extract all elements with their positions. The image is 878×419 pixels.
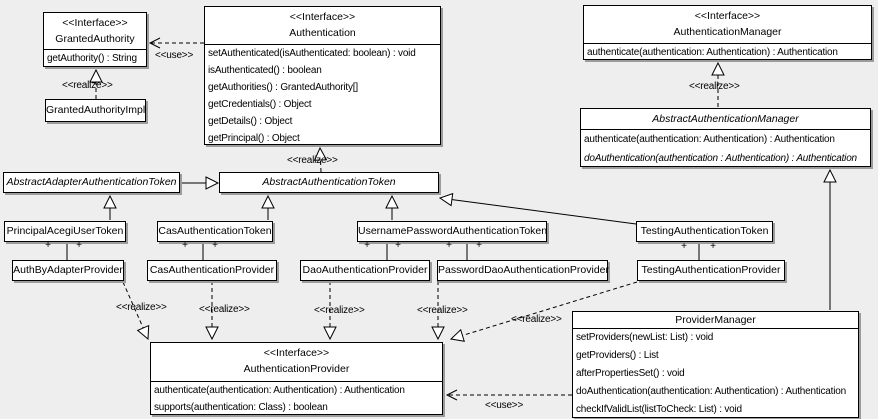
class-name: UsernamePasswordAuthenticationToken (358, 225, 548, 237)
class-dao-authentication-provider[interactable]: DaoAuthenticationProvider (300, 260, 430, 281)
association-end-plus: + (76, 240, 82, 251)
class-name: DaoAuthenticationProvider (302, 264, 428, 276)
stereotype-label: <<Interface>> (694, 10, 761, 22)
class-auth-by-adapter-provider[interactable]: AuthByAdapterProvider (12, 260, 124, 281)
method-label: supports(authentication: Class) : boolea… (154, 402, 328, 413)
class-name: AbstractAdapterAuthenticationToken (6, 176, 177, 188)
association-end-plus: + (395, 240, 401, 251)
method-label: getDetails() : Object (208, 116, 293, 127)
class-name: PasswordDaoAuthenticationProvider (438, 264, 610, 276)
method-label: isAuthenticated() : boolean (208, 65, 322, 76)
class-password-dao-authentication-provider[interactable]: PasswordDaoAuthenticationProvider (437, 260, 610, 281)
realize-label: <<realize>> (689, 81, 740, 92)
method-label: setAuthenticated(isAuthenticated: boolea… (208, 48, 416, 59)
class-granted-authority-impl[interactable]: GrantedAuthorityImpl (45, 99, 146, 122)
class-principal-acegi-user-token[interactable]: PrincipalAcegiUserToken (4, 221, 126, 242)
class-name: AbstractAuthenticationToken (262, 176, 396, 188)
class-authentication[interactable]: <<Interface>> Authentication setAuthenti… (204, 6, 441, 145)
class-name: Authentication (289, 27, 356, 39)
class-name: AuthenticationProvider (243, 363, 350, 375)
class-testing-authentication-provider[interactable]: TestingAuthenticationProvider (637, 260, 785, 281)
stereotype-label: <<Interface>> (62, 17, 128, 29)
association-end-plus: + (182, 240, 188, 251)
use-label: <<use>> (155, 50, 194, 61)
association-end-plus: + (45, 240, 51, 251)
association-end-plus: + (476, 240, 482, 251)
class-name: TestingAuthenticationToken (640, 225, 769, 237)
realize-label: <<realize>> (314, 305, 365, 316)
class-authentication-provider[interactable]: <<Interface>> AuthenticationProvider aut… (150, 342, 443, 415)
association-end-plus: + (212, 240, 218, 251)
class-abstract-authentication-token[interactable]: AbstractAuthenticationToken (219, 172, 439, 193)
method-label: setProviders(newList: List) : void (576, 332, 714, 343)
class-name: TestingAuthenticationProvider (641, 264, 781, 276)
method-label: checkIfValidList(listToCheck: List) : vo… (576, 404, 742, 415)
realize-authbyadapter-provider (122, 281, 150, 341)
class-name: AbstractAuthenticationManager (652, 113, 799, 125)
realize-label: <<realize>> (287, 155, 338, 166)
realize-label: <<realize>> (116, 302, 167, 313)
class-provider-manager[interactable]: ProviderManager setProviders(newList: Li… (572, 311, 859, 418)
method-label: getAuthority() : String (47, 53, 137, 64)
class-name: GrantedAuthorityImpl (46, 104, 146, 116)
method-label: authenticate(authentication: Authenticat… (587, 47, 838, 58)
class-name: GrantedAuthority (55, 33, 135, 45)
class-abstract-authentication-manager[interactable]: AbstractAuthenticationManager authentica… (580, 108, 871, 167)
method-label: getProviders() : List (576, 350, 659, 361)
method-label: authenticate(authentication: Authenticat… (154, 385, 405, 396)
stereotype-label: <<Interface>> (289, 11, 356, 23)
generalization-testing-token (438, 192, 637, 225)
class-authentication-manager[interactable]: <<Interface>> AuthenticationManager auth… (583, 5, 872, 60)
method-label: getCredentials() : Object (208, 99, 312, 110)
realize-label: <<realize>> (417, 305, 468, 316)
class-username-password-authentication-token[interactable]: UsernamePasswordAuthenticationToken (357, 221, 547, 242)
method-label: afterPropertiesSet() : void (576, 368, 685, 379)
class-name: CasAuthenticationProvider (149, 264, 275, 276)
method-label: authenticate(authentication: Authenticat… (584, 134, 835, 145)
method-label: doAuthentication(authentication: Authent… (576, 386, 846, 397)
use-label: <<use>> (485, 400, 524, 411)
association-end-plus: + (681, 241, 687, 252)
class-name: CasAuthenticationToken (158, 225, 272, 237)
class-name: AuthByAdapterProvider (13, 264, 123, 276)
method-label: doAuthentication(authentication : Authen… (584, 153, 857, 164)
realize-testing-provider (449, 281, 638, 342)
method-label: getAuthorities() : GrantedAuthority[] (208, 82, 358, 93)
class-abstract-adapter-authentication-token[interactable]: AbstractAdapterAuthenticationToken (3, 172, 180, 193)
association-end-plus: + (446, 240, 452, 251)
stereotype-label: <<Interface>> (263, 347, 330, 359)
realize-label: <<realize>> (199, 304, 250, 315)
class-name: PrincipalAcegiUserToken (6, 225, 124, 237)
method-label: getPrincipal() : Object (208, 133, 300, 144)
class-name: ProviderManager (675, 314, 756, 326)
class-testing-authentication-token[interactable]: TestingAuthenticationToken (636, 221, 773, 242)
realize-label: <<realize>> (511, 314, 562, 325)
realize-label: <<realize>> (62, 80, 113, 91)
class-name: AuthenticationManager (673, 26, 782, 38)
class-cas-authentication-provider[interactable]: CasAuthenticationProvider (147, 260, 277, 281)
class-granted-authority[interactable]: <<Interface>> GrantedAuthority getAuthor… (43, 12, 147, 67)
class-cas-authentication-token[interactable]: CasAuthenticationToken (157, 221, 273, 242)
association-end-plus: + (710, 241, 716, 252)
association-end-plus: + (364, 240, 370, 251)
